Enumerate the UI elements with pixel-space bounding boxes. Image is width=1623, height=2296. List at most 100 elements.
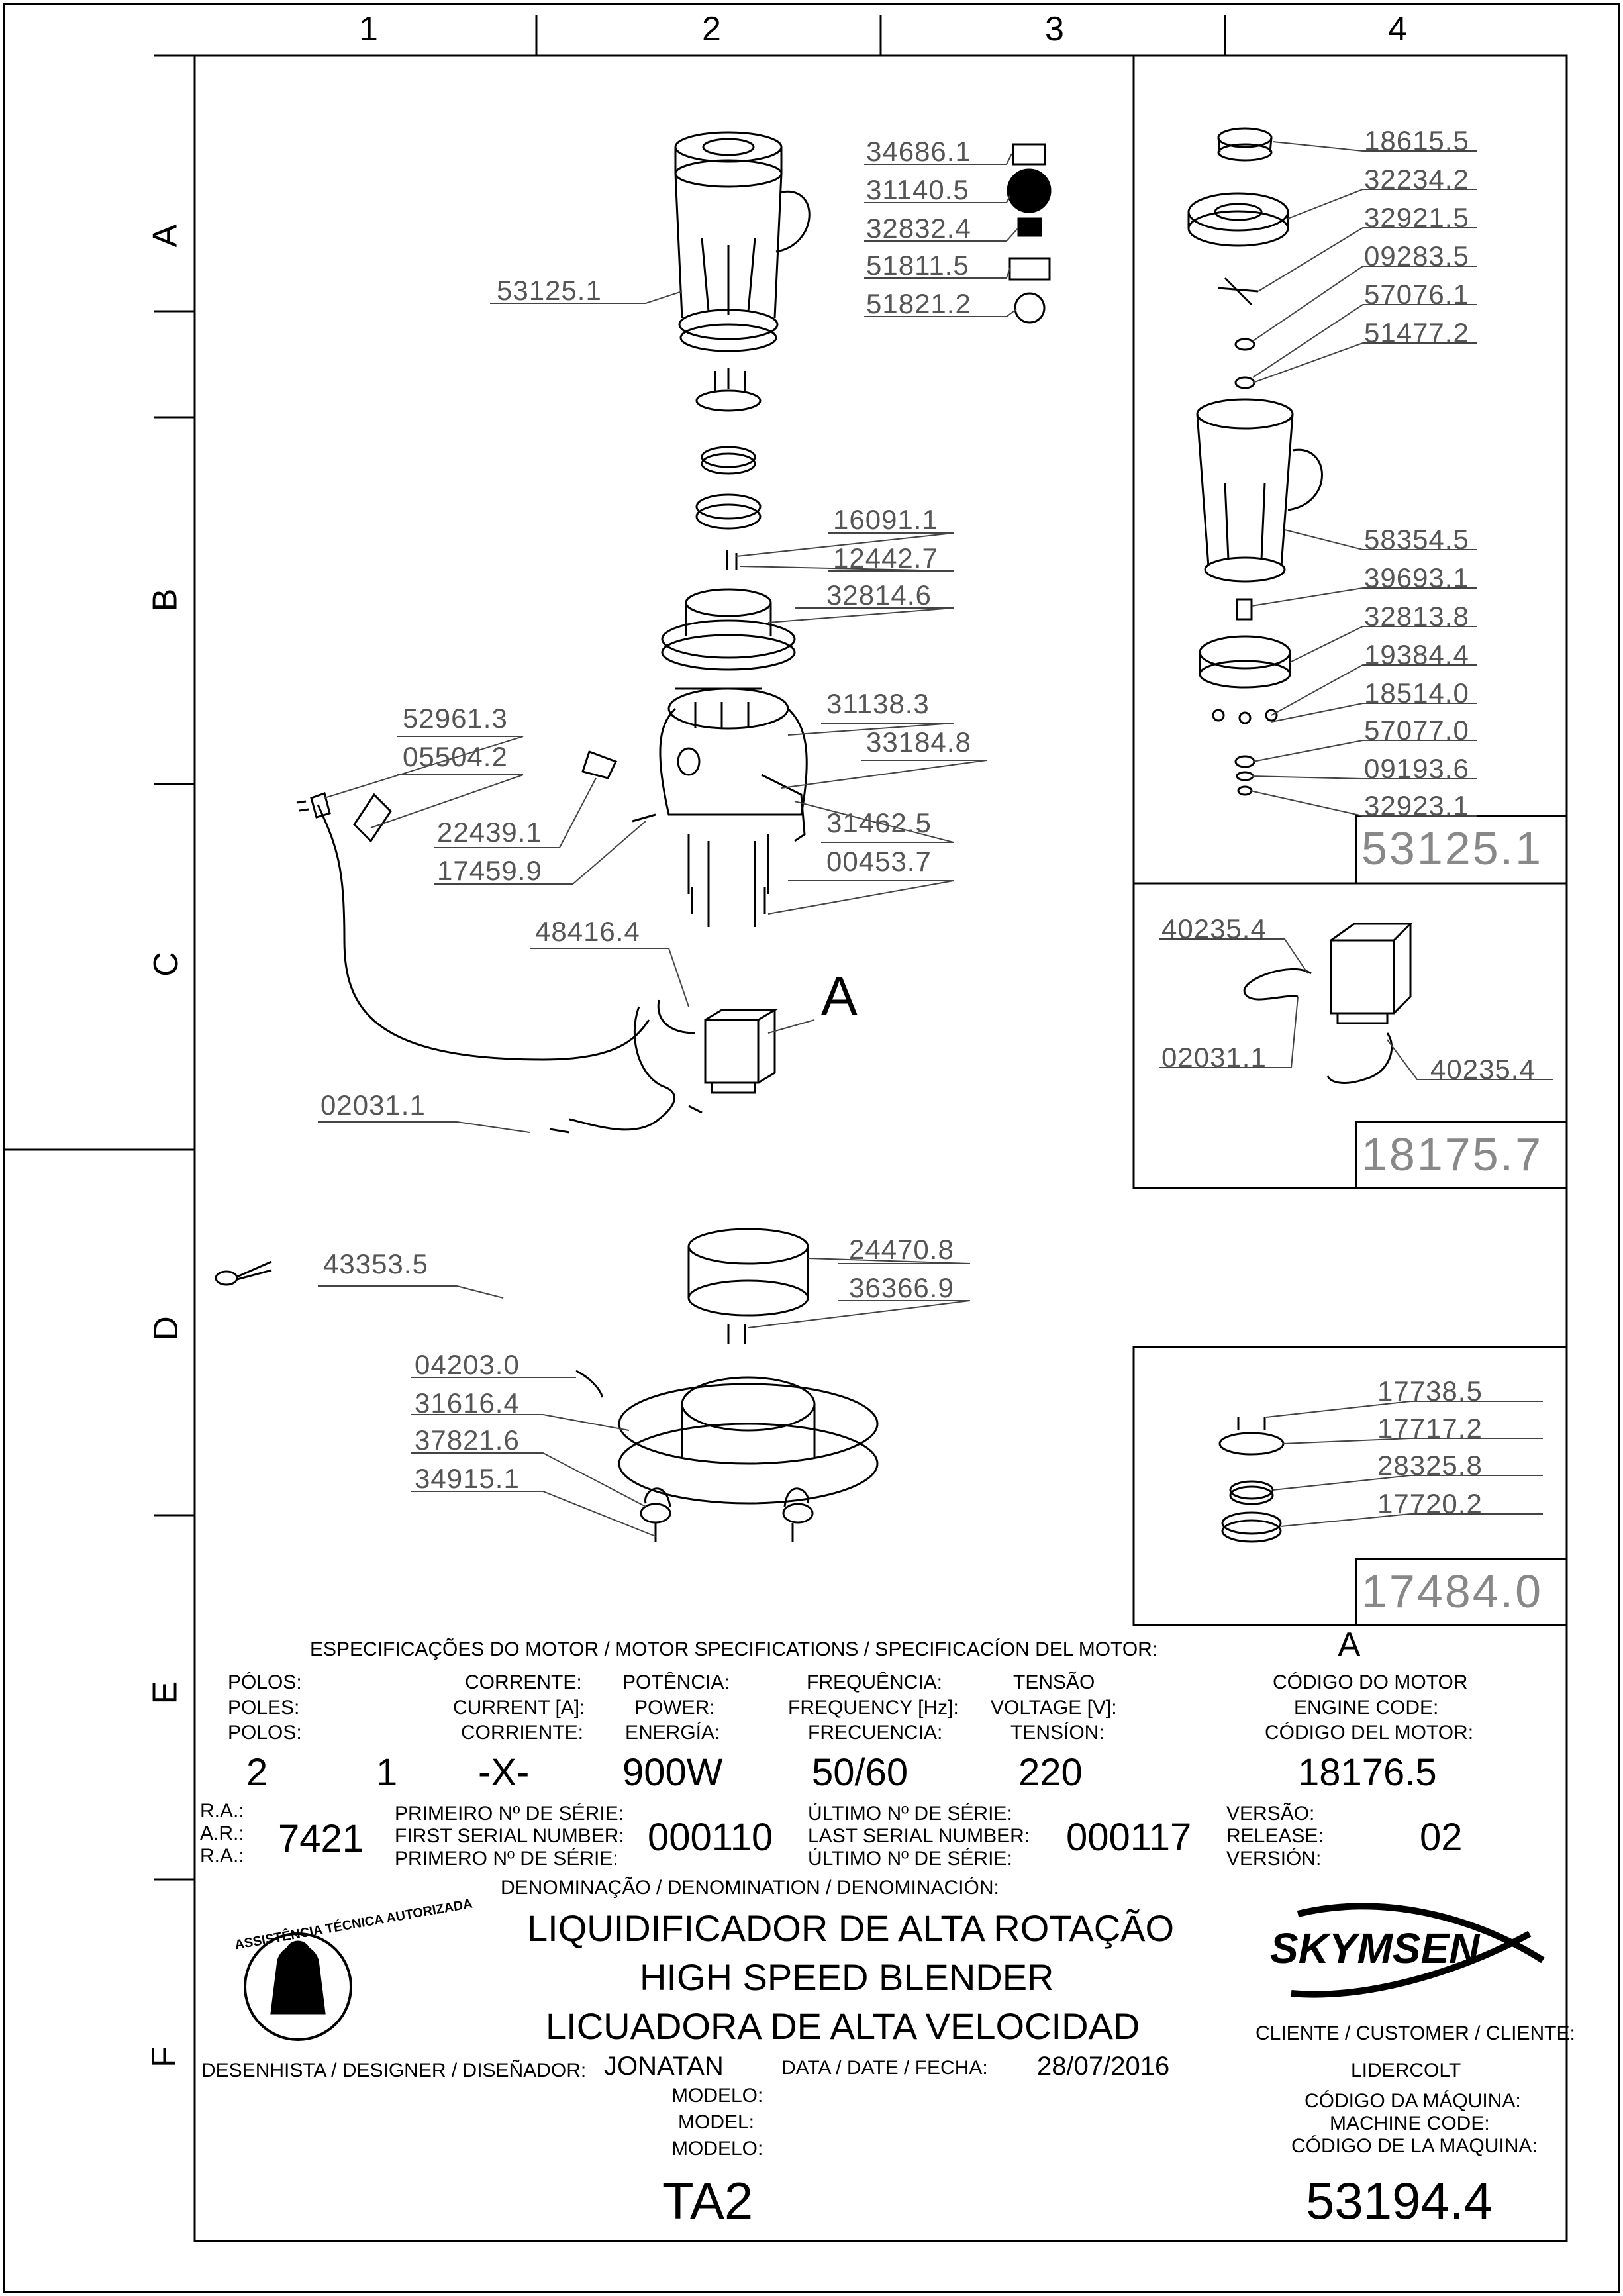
frequency-value: 50/60 [812, 1751, 909, 1794]
part-ref: 16091.1 [833, 504, 938, 535]
part-ref: 12442.7 [833, 542, 938, 574]
power-label: POTÊNCIA: [622, 1672, 730, 1693]
coupling-kit-box [1132, 1346, 1568, 1626]
current-value: 1 [376, 1751, 398, 1794]
coupling-kit-code: 17484.0 [1361, 1566, 1544, 1617]
part-ref: 37821.6 [415, 1424, 520, 1456]
part-ref: 40235.4 [1430, 1054, 1536, 1085]
part-ref: 33184.8 [866, 726, 971, 758]
version-label: VERSÃO: [1226, 1803, 1315, 1824]
engine-code-value: 18176.5 [1298, 1751, 1437, 1794]
part-ref: 17459.9 [437, 855, 542, 886]
engine-code-label: CÓDIGO DEL MOTOR: [1265, 1722, 1474, 1744]
part-ref: 32813.8 [1364, 601, 1469, 632]
part-ref: 32814.6 [826, 579, 932, 611]
part-ref: 32923.1 [1364, 790, 1469, 821]
part-ref: 19384.4 [1364, 639, 1469, 670]
power-label: POWER: [634, 1697, 715, 1719]
power-label: ENERGÍA: [625, 1722, 720, 1744]
customer-label: CLIENTE / CUSTOMER / CLIENTE: [1255, 2022, 1575, 2044]
model-label: MODEL: [678, 2111, 755, 2133]
current-extra-value: -X- [478, 1751, 530, 1794]
part-ref: 34686.1 [866, 136, 971, 167]
part-ref: 57076.1 [1364, 279, 1469, 310]
frequency-label: FRECUENCIA: [808, 1722, 943, 1744]
poles-value: 2 [246, 1751, 268, 1794]
part-ref: 22439.1 [437, 817, 542, 848]
model-label: MODELO: [671, 2138, 763, 2160]
part-ref: 51477.2 [1364, 317, 1469, 348]
part-ref: 32234.2 [1364, 164, 1469, 195]
model-value: TA2 [662, 2171, 754, 2230]
part-ref: 05504.2 [403, 741, 508, 772]
part-ref: 24470.8 [849, 1234, 954, 1265]
part-ref: 02031.1 [1161, 1042, 1267, 1073]
grid-row-a: A [146, 224, 185, 248]
denomination-es: LICUADORA DE ALTA VELOCIDAD [546, 2005, 1140, 2047]
grid-row-b: B [146, 588, 185, 612]
version-value: 02 [1420, 1816, 1463, 1859]
part-ref: 09283.5 [1364, 240, 1469, 272]
grid-row-e: E [146, 1681, 185, 1705]
engine-code-label: ENGINE CODE: [1294, 1697, 1439, 1719]
part-ref: 17717.2 [1377, 1413, 1483, 1444]
ra-label: A.R.: [200, 1822, 244, 1844]
part-ref: 09193.6 [1364, 753, 1469, 784]
denomination-label: DENOMINAÇÃO / DENOMINATION / DENOMINACIÓ… [501, 1877, 999, 1899]
part-ref: 48416.4 [535, 916, 640, 947]
grid-col-1: 1 [359, 10, 378, 48]
part-ref: 18514.0 [1364, 677, 1469, 709]
part-ref: 36366.9 [849, 1272, 954, 1303]
customer-value: LIDERCOLT [1351, 2060, 1461, 2081]
first-serial-label: PRIMEIRO Nº DE SÉRIE: [395, 1803, 624, 1824]
voltage-label: TENSÃO [1013, 1672, 1095, 1693]
part-ref: 34915.1 [415, 1463, 520, 1494]
part-ref: 31616.4 [415, 1387, 520, 1419]
grid-col-2: 2 [702, 10, 721, 48]
last-serial-label: ÚLTIMO Nº DE SÉRIE: [808, 1803, 1012, 1824]
motor-kit-code: 18175.7 [1361, 1128, 1544, 1180]
denomination-en: HIGH SPEED BLENDER [640, 1956, 1054, 1998]
voltage-value: 220 [1018, 1751, 1083, 1794]
poles-label: PÓLOS: [228, 1672, 302, 1693]
designer-label: DESENHISTA / DESIGNER / DISEÑADOR: [201, 2060, 587, 2081]
last-serial-label: ÚLTIMO Nº DE SÉRIE: [808, 1848, 1012, 1870]
part-ref: 31462.5 [826, 807, 932, 838]
ra-label: R.A.: [200, 1800, 244, 1822]
first-serial-label: FIRST SERIAL NUMBER: [395, 1825, 624, 1847]
last-serial-label: LAST SERIAL NUMBER: [808, 1825, 1030, 1847]
motor-spec-letter: A [1338, 1626, 1361, 1664]
part-ref: 00453.7 [826, 846, 932, 877]
grid-col-4: 4 [1388, 10, 1407, 48]
blender-exploded-view [215, 127, 1553, 1543]
poles-label: POLOS: [228, 1722, 302, 1744]
part-ref: 32832.4 [866, 213, 971, 244]
part-ref: 02031.1 [320, 1089, 426, 1121]
grid-row-f: F [144, 2046, 183, 2068]
part-ref: 43353.5 [323, 1248, 428, 1279]
machine-code-label: CÓDIGO DE LA MAQUINA: [1291, 2135, 1538, 2157]
date-value: 28/07/2016 [1037, 2052, 1170, 2081]
part-ref: 17720.2 [1377, 1488, 1483, 1519]
part-ref: 51821.2 [866, 288, 971, 319]
motor-spec-title: ESPECIFICAÇÕES DO MOTOR / MOTOR SPECIFIC… [310, 1638, 1158, 1660]
voltage-label: VOLTAGE [V]: [991, 1697, 1117, 1719]
part-ref: 57077.0 [1364, 715, 1469, 746]
designer-value: JONATAN [604, 2052, 724, 2081]
part-ref: 28325.8 [1377, 1450, 1483, 1481]
jar-kit-code: 53125.1 [1361, 823, 1544, 874]
jar-kit-box [1132, 54, 1568, 885]
part-ref: 17738.5 [1377, 1375, 1483, 1407]
part-ref: 39693.1 [1364, 562, 1469, 593]
voltage-label: TENSÍON: [1010, 1722, 1105, 1744]
grid-col-3: 3 [1045, 10, 1064, 48]
part-ref: 53125.1 [497, 275, 602, 306]
part-ref: 18615.5 [1364, 125, 1469, 156]
part-ref: 32921.5 [1364, 202, 1469, 233]
part-ref: 04203.0 [415, 1349, 520, 1380]
power-value: 900W [622, 1751, 723, 1794]
first-serial-label: PRIMERO Nº DE SÉRIE: [395, 1848, 618, 1870]
outer-border [3, 3, 1620, 2293]
version-label: VERSIÓN: [1226, 1848, 1322, 1870]
grid-row-c: C [146, 952, 185, 977]
